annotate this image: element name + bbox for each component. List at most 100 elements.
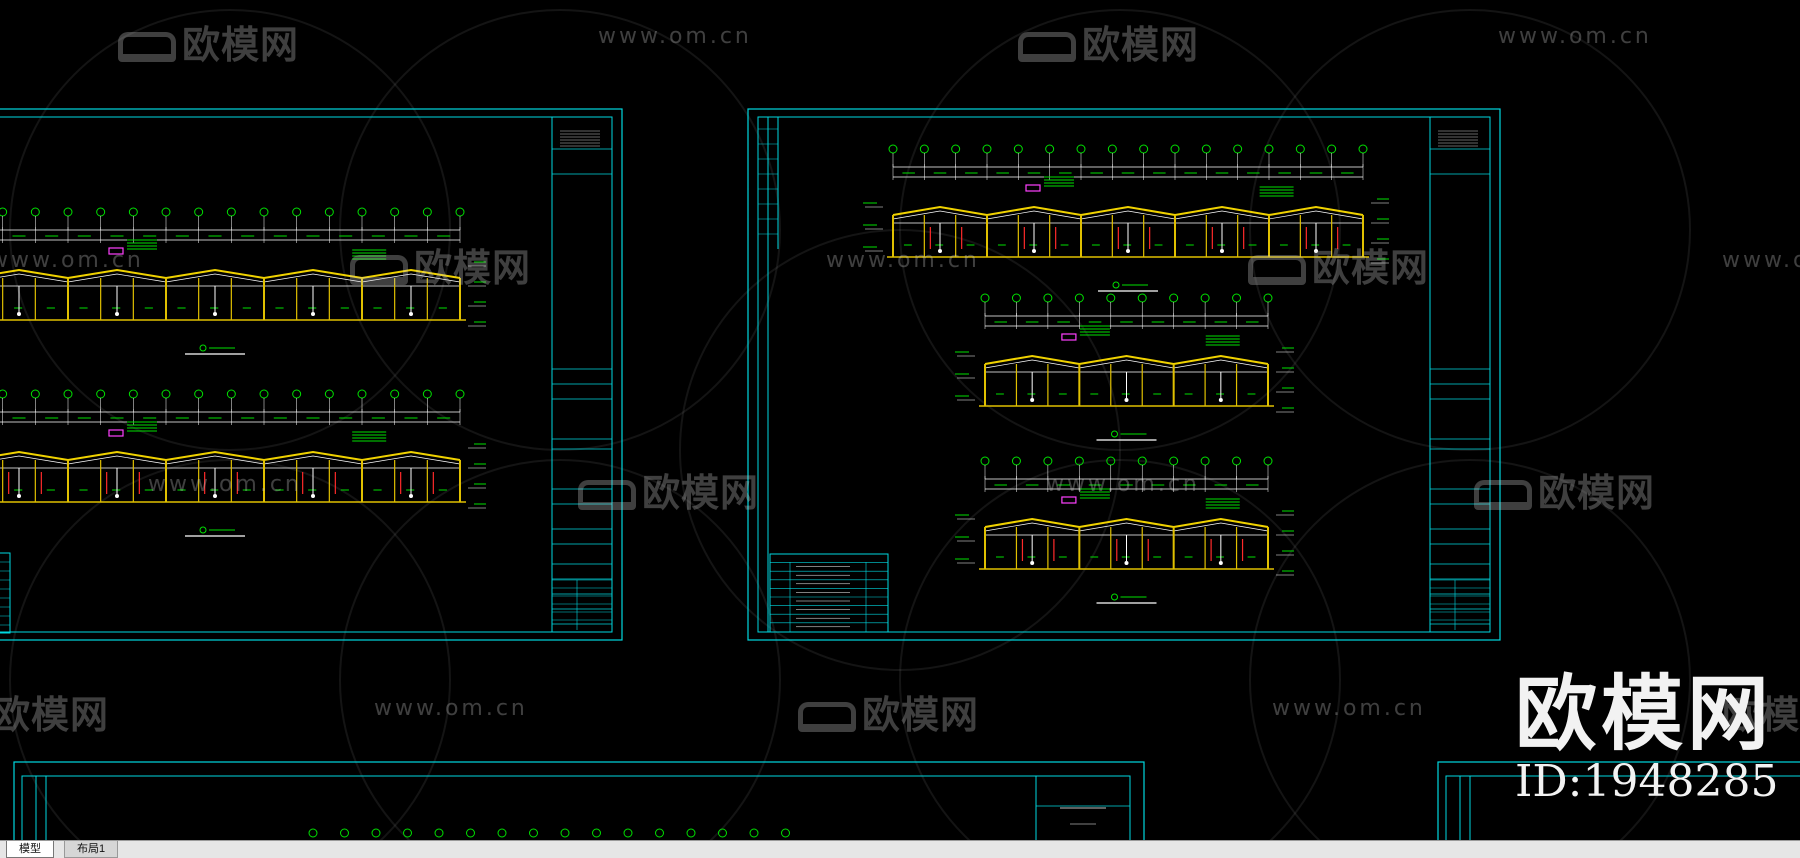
roof-purlin [0,455,461,465]
watermark-arc [9,459,451,840]
axis-bubble [980,456,990,466]
watermark-arc [339,459,781,840]
axis-bubble [1263,293,1273,303]
axis-bubble [390,389,400,399]
axis-bubble [30,389,40,399]
axis-bubble [161,207,171,217]
axis-bubble [63,389,73,399]
model-id: ID:1948285 [1515,756,1779,807]
caption-bubble [199,526,207,534]
hanger-end [1030,561,1035,565]
axis-bubble [1358,144,1368,154]
axis-bubble [718,828,727,838]
axis-bubble [1232,456,1242,466]
roof-purlin [892,210,1364,220]
roof-beam [0,450,461,462]
axis-bubble [226,389,236,399]
axis-bubble [292,207,302,217]
sheet-inner-border [757,116,1491,633]
axis-bubble [1170,144,1180,154]
watermark-arc [1249,9,1691,451]
axis-bubble [1137,293,1147,303]
axis-bubble [888,144,898,154]
axis-bubble [96,207,106,217]
annotation-magenta [1061,333,1077,341]
axis-bubble [781,828,790,838]
brand-name: 欧模网 [1515,667,1774,762]
annotation-magenta [1061,496,1077,504]
roof-purlin [0,273,461,283]
axis-bubble [96,389,106,399]
axis-bubble [1011,456,1021,466]
caption-bubble [199,344,207,352]
material-table [769,553,889,633]
axis-bubble [390,207,400,217]
roof-purlin [984,522,1269,532]
axis-bubble [434,828,444,838]
drawing-canvas[interactable] [0,0,1800,840]
sheet-inner-border [1445,775,1800,840]
sheet-inner-border [21,775,1131,840]
axis-bubble [324,207,334,217]
axis-bubble [1169,293,1179,303]
tab-layout1[interactable]: 布局1 [64,841,119,858]
axis-bubble [1169,456,1179,466]
annotation-magenta [108,247,124,255]
axis-bubble [529,828,538,838]
axis-bubble [292,389,302,399]
axis-bubble [324,389,334,399]
caption-bubble [1112,281,1120,289]
hanger-end [1126,249,1130,253]
hanger-end [17,494,21,498]
axis-bubble [0,389,8,399]
axis-bubble [128,389,138,399]
axis-bubble [0,207,8,217]
roof-beam [984,517,1269,529]
axis-bubble [194,389,204,399]
sheet-outer-border [0,108,623,641]
axis-bubble [982,144,992,154]
axis-bubble [1043,293,1053,303]
hanger-end [409,312,413,316]
sheet-outer-border [747,108,1501,641]
axis-bubble [30,207,40,217]
axis-bubble [623,828,633,838]
hanger-end [1032,249,1036,253]
hanger-end [938,249,942,253]
hanger-end [1218,398,1223,402]
axis-bubble [455,207,465,217]
hanger-end [1314,249,1318,253]
axis-bubble [686,828,696,838]
axis-bubble [466,828,475,838]
axis-bubble [357,207,367,217]
axis-bubble [340,828,349,838]
axis-bubble [1107,144,1117,154]
hanger-end [115,312,119,316]
axis-bubble [259,389,269,399]
axis-bubble [749,828,759,838]
axis-bubble [1200,293,1210,303]
watermark-arc [1249,459,1691,840]
hanger-end [213,494,217,498]
axis-bubble [422,389,432,399]
tab-model[interactable]: 模型 [6,841,54,858]
material-table [0,552,11,634]
axis-bubble [226,207,236,217]
axis-bubble [1013,144,1023,154]
axis-bubble [161,389,171,399]
axis-bubble [1232,293,1242,303]
axis-bubble [194,207,204,217]
axis-bubble [1295,144,1305,154]
axis-bubble [371,828,381,838]
watermark-arc [679,229,1121,671]
watermark-arc [899,459,1341,840]
axis-bubble [1074,293,1084,303]
hanger-end [213,312,217,316]
roof-beam [892,205,1364,217]
annotation-magenta [1025,184,1041,192]
axis-bubble [1327,144,1337,154]
hanger-end [311,494,315,498]
axis-bubble [63,207,73,217]
hanger-end [115,494,119,498]
axis-bubble [1045,144,1055,154]
